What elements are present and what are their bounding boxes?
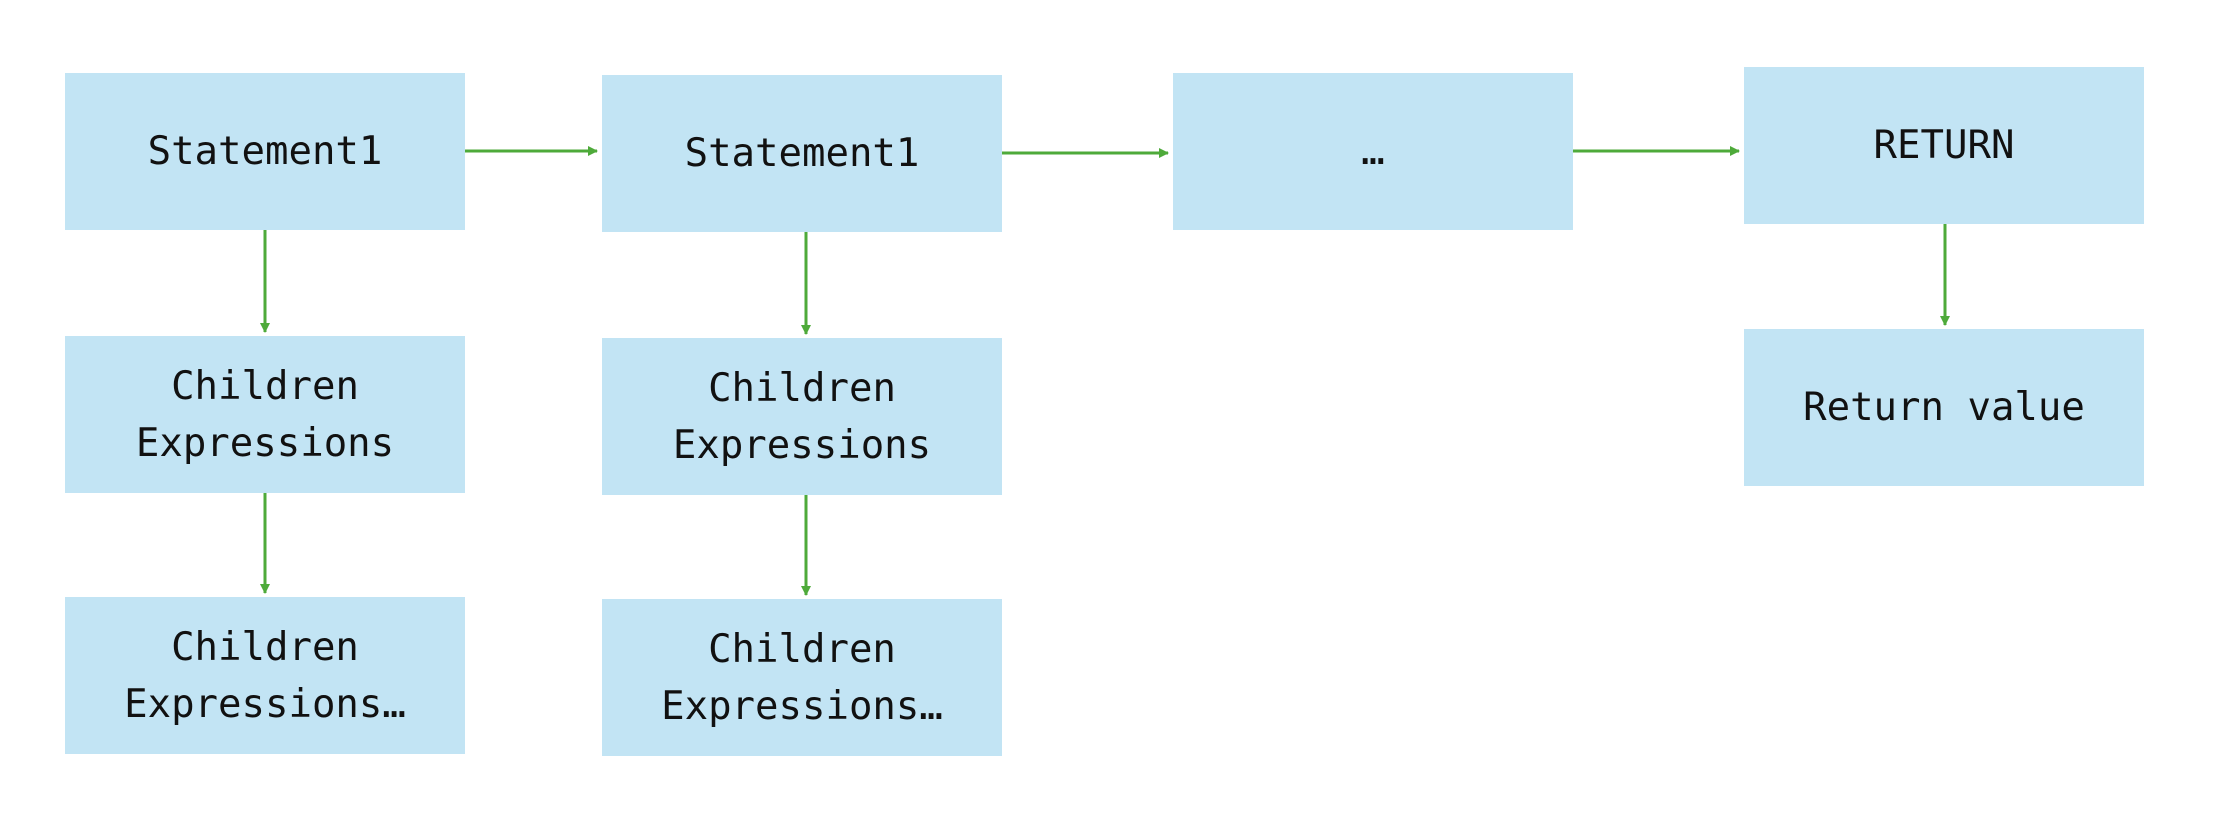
children-expressions-node-1: Children Expressions bbox=[65, 336, 465, 493]
children-expressions-node-2-label: Children Expressions bbox=[672, 365, 932, 468]
children-expressions-more-node-2: Children Expressions… bbox=[602, 599, 1002, 756]
return-value-node: Return value bbox=[1744, 329, 2144, 486]
statement-node-1-label: Statement1 bbox=[147, 129, 383, 174]
children-expressions-more-node-1-label: Children Expressions… bbox=[124, 624, 406, 727]
children-expressions-more-node-2-label: Children Expressions… bbox=[661, 626, 943, 729]
return-value-node-label: Return value bbox=[1803, 385, 2085, 430]
statement-node-1: Statement1 bbox=[65, 73, 465, 230]
ellipsis-node: … bbox=[1173, 73, 1573, 230]
statement-node-2-label: Statement1 bbox=[684, 131, 920, 176]
statement-node-2: Statement1 bbox=[602, 75, 1002, 232]
children-expressions-more-node-1: Children Expressions… bbox=[65, 597, 465, 754]
ellipsis-node-label: … bbox=[1361, 129, 1385, 174]
children-expressions-node-2: Children Expressions bbox=[602, 338, 1002, 495]
return-node: RETURN bbox=[1744, 67, 2144, 224]
children-expressions-node-1-label: Children Expressions bbox=[135, 363, 395, 466]
return-node-label: RETURN bbox=[1873, 123, 2015, 168]
